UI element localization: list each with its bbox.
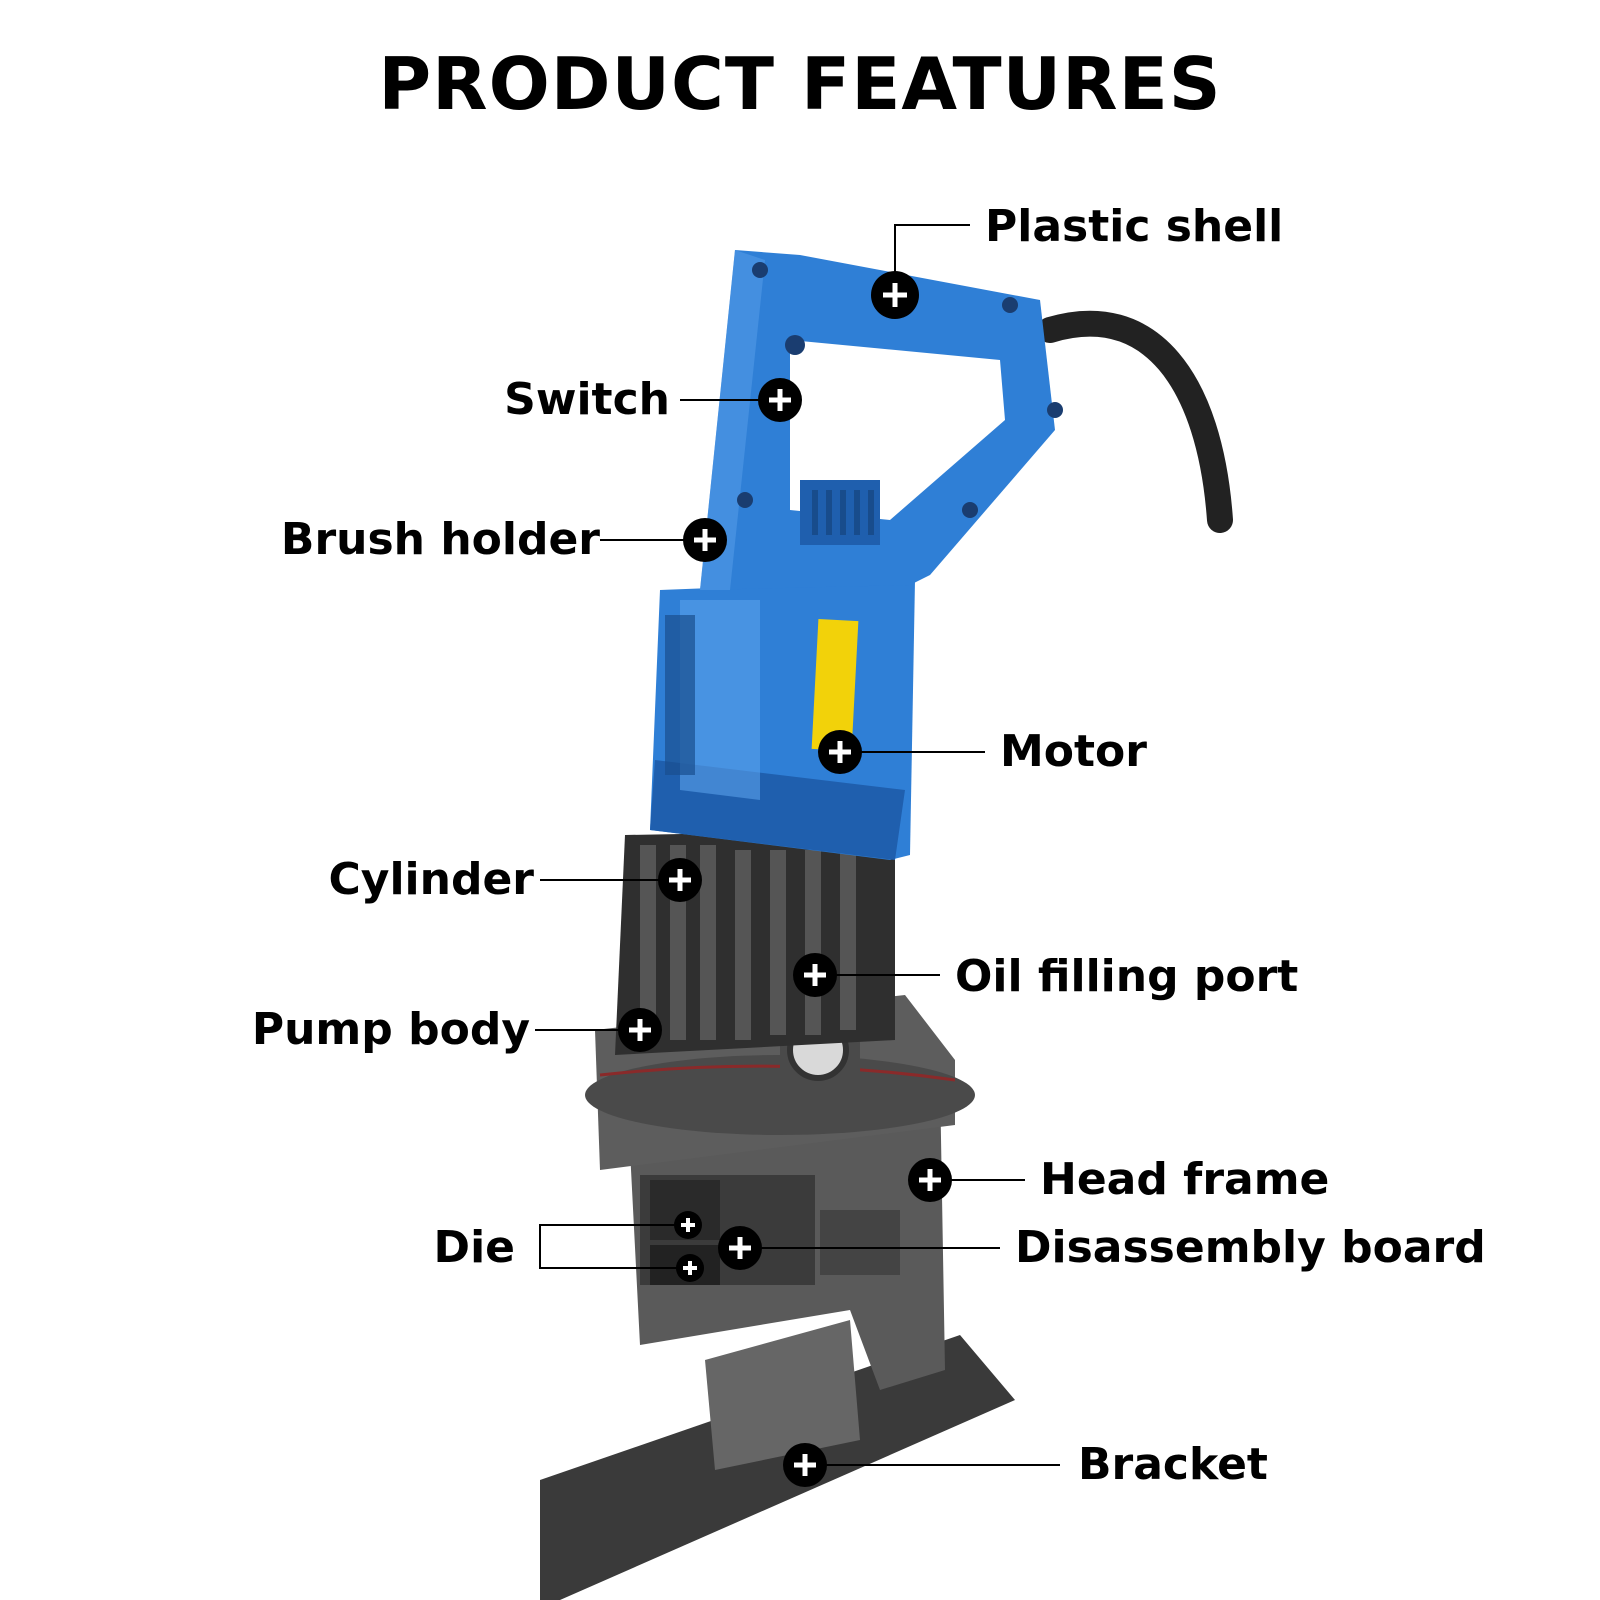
label-motor: Motor: [1000, 726, 1147, 777]
marker-brush-holder: [683, 518, 727, 562]
marker-head-frame: [908, 1158, 952, 1202]
label-brush-holder: Brush holder: [280, 514, 600, 565]
base-plate: [540, 1335, 1015, 1600]
marker-cylinder: [658, 858, 702, 902]
marker-motor: [818, 730, 862, 774]
marker-plastic-shell: [871, 271, 919, 319]
marker-disassembly-board: [718, 1226, 762, 1270]
label-disassembly-board: Disassembly board: [1015, 1222, 1486, 1273]
label-die: Die: [433, 1222, 515, 1273]
label-cylinder: Cylinder: [328, 854, 535, 905]
marker-bracket: [783, 1443, 827, 1487]
marker-pump-body: [618, 1008, 662, 1052]
label-switch: Switch: [504, 374, 670, 425]
label-head-frame: Head frame: [1040, 1154, 1330, 1205]
marker-die-lower: [676, 1254, 704, 1282]
label-plastic-shell: Plastic shell: [985, 201, 1284, 252]
feature-markers: [618, 271, 952, 1487]
power-cord: [1037, 310, 1233, 533]
label-oil-filling-port: Oil filling port: [955, 951, 1299, 1002]
label-pump-body: Pump body: [251, 1004, 530, 1055]
marker-die-upper: [674, 1211, 702, 1239]
marker-oil-filling-port: [793, 953, 837, 997]
marker-switch: [758, 378, 802, 422]
label-bracket: Bracket: [1078, 1439, 1268, 1490]
page-title: PRODUCT FEATURES: [378, 42, 1222, 126]
